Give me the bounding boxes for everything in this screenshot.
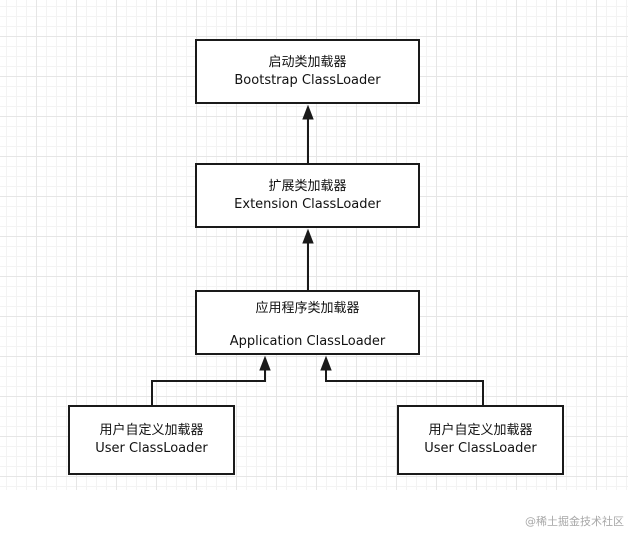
arrowhead-application-right [320,355,332,371]
node-extension-classloader[interactable]: 扩展类加载器 Extension ClassLoader [195,163,420,228]
node-extension-title-zh: 扩展类加载器 [268,178,347,194]
node-user-right-title-en: User ClassLoader [424,441,537,456]
node-user-classloader-left[interactable]: 用户自定义加载器 User ClassLoader [68,405,235,475]
node-user-left-title-zh: 用户自定义加载器 [99,423,204,438]
arrowhead-extension [302,228,314,244]
node-bootstrap-classloader[interactable]: 启动类加载器 Bootstrap ClassLoader [195,39,420,104]
arrowhead-application-left [259,355,271,371]
node-user-left-title-en: User ClassLoader [95,441,208,456]
arrowhead-bootstrap [302,104,314,120]
node-bootstrap-title-zh: 启动类加载器 [268,54,347,70]
node-extension-title-en: Extension ClassLoader [234,196,381,212]
watermark: @稀土掘金技术社区 [525,515,624,528]
node-application-title-en: Application ClassLoader [229,334,386,349]
edge-user-right-to-application [325,369,484,405]
node-user-right-title-zh: 用户自定义加载器 [428,423,533,438]
node-user-classloader-right[interactable]: 用户自定义加载器 User ClassLoader [397,405,564,475]
edge-user-left-to-application [151,369,266,405]
node-bootstrap-title-en: Bootstrap ClassLoader [234,72,381,88]
node-application-title-zh: 应用程序类加载器 [255,301,360,316]
node-application-classloader[interactable]: 应用程序类加载器 Application ClassLoader [195,290,420,355]
bottom-band [0,490,628,534]
